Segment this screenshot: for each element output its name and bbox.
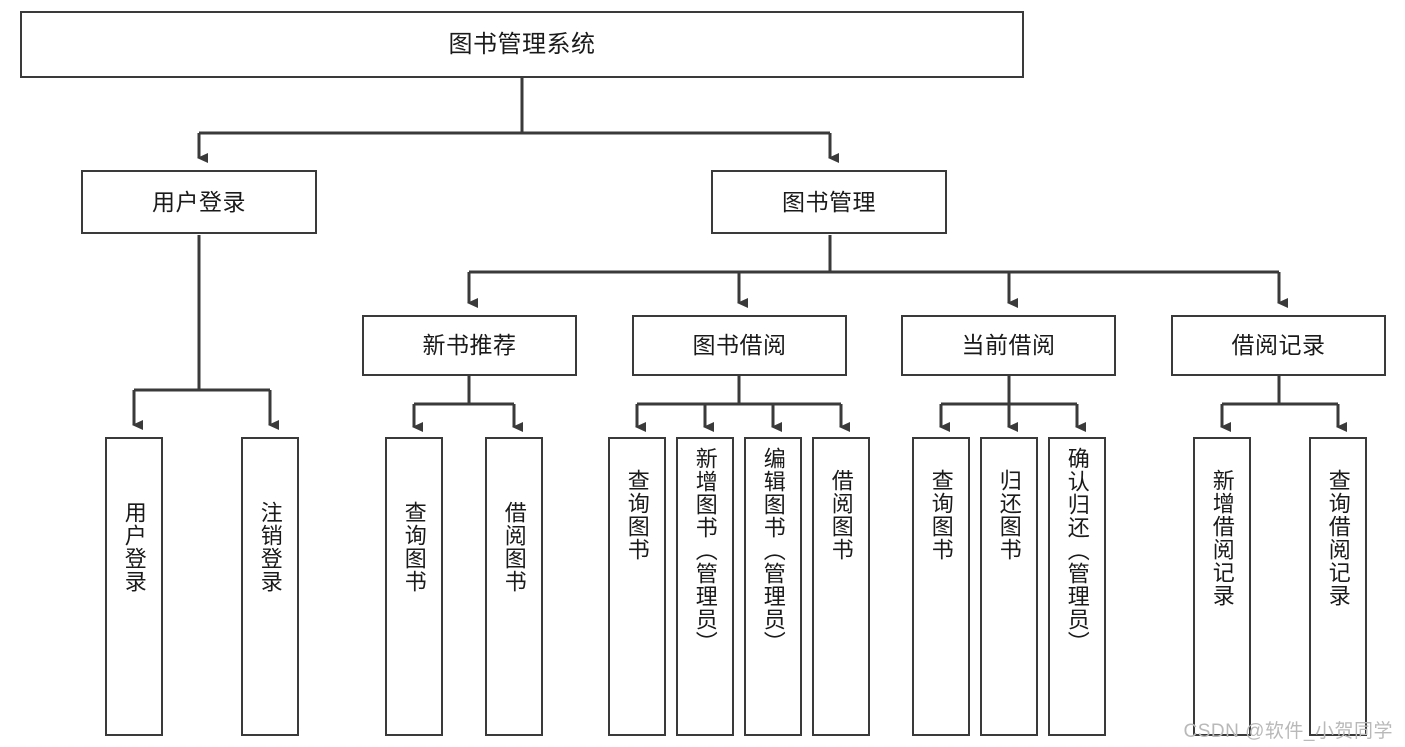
node-book-borrow[interactable]: 图书借阅: [632, 315, 847, 376]
leaf-user-login-login[interactable]: 用户登录: [105, 437, 163, 736]
node-label: 借阅图书: [501, 501, 527, 593]
csdn-watermark: CSDN @软件_小贺同学: [1183, 721, 1393, 742]
node-current-borrow[interactable]: 当前借阅: [901, 315, 1116, 376]
node-label: 新增借阅记录: [1209, 469, 1235, 607]
node-root-system[interactable]: 图书管理系统: [20, 11, 1024, 78]
leaf-borrow-record-add[interactable]: 新增借阅记录: [1193, 437, 1251, 736]
leaf-new-book-query[interactable]: 查询图书: [385, 437, 443, 736]
node-borrow-record[interactable]: 借阅记录: [1171, 315, 1386, 376]
leaf-borrow-record-query[interactable]: 查询借阅记录: [1309, 437, 1367, 736]
leaf-user-login-logout[interactable]: 注销登录: [241, 437, 299, 736]
node-label: 用户登录: [152, 188, 246, 215]
node-label: 当前借阅: [961, 332, 1056, 359]
node-label: 编辑图书（管理员）: [760, 447, 786, 654]
leaf-current-borrow-return[interactable]: 归还图书: [980, 437, 1038, 736]
node-label: 查询图书: [928, 469, 954, 561]
leaf-current-borrow-query[interactable]: 查询图书: [912, 437, 970, 736]
node-new-book-recommend[interactable]: 新书推荐: [362, 315, 577, 376]
leaf-book-borrow-add[interactable]: 新增图书（管理员）: [676, 437, 734, 736]
node-label: 图书借阅: [692, 332, 787, 359]
node-label: 确认归还（管理员）: [1064, 447, 1090, 654]
node-book-management[interactable]: 图书管理: [711, 170, 947, 234]
node-label: 借阅图书: [828, 469, 854, 561]
leaf-book-borrow-borrow[interactable]: 借阅图书: [812, 437, 870, 736]
node-label: 归还图书: [996, 469, 1022, 561]
node-user-login[interactable]: 用户登录: [81, 170, 317, 234]
node-label: 查询借阅记录: [1325, 469, 1351, 607]
node-label: 借阅记录: [1231, 332, 1326, 359]
node-label: 图书管理系统: [448, 30, 596, 58]
leaf-book-borrow-edit[interactable]: 编辑图书（管理员）: [744, 437, 802, 736]
leaf-current-borrow-confirm[interactable]: 确认归还（管理员）: [1048, 437, 1106, 736]
node-label: 注销登录: [257, 501, 283, 593]
node-label: 查询图书: [401, 501, 427, 593]
node-label: 图书管理: [782, 188, 876, 215]
leaf-book-borrow-query[interactable]: 查询图书: [608, 437, 666, 736]
node-label: 新增图书（管理员）: [692, 447, 718, 654]
node-label: 查询图书: [624, 469, 650, 561]
leaf-new-book-borrow[interactable]: 借阅图书: [485, 437, 543, 736]
node-label: 新书推荐: [422, 332, 517, 359]
node-label: 用户登录: [121, 501, 147, 593]
